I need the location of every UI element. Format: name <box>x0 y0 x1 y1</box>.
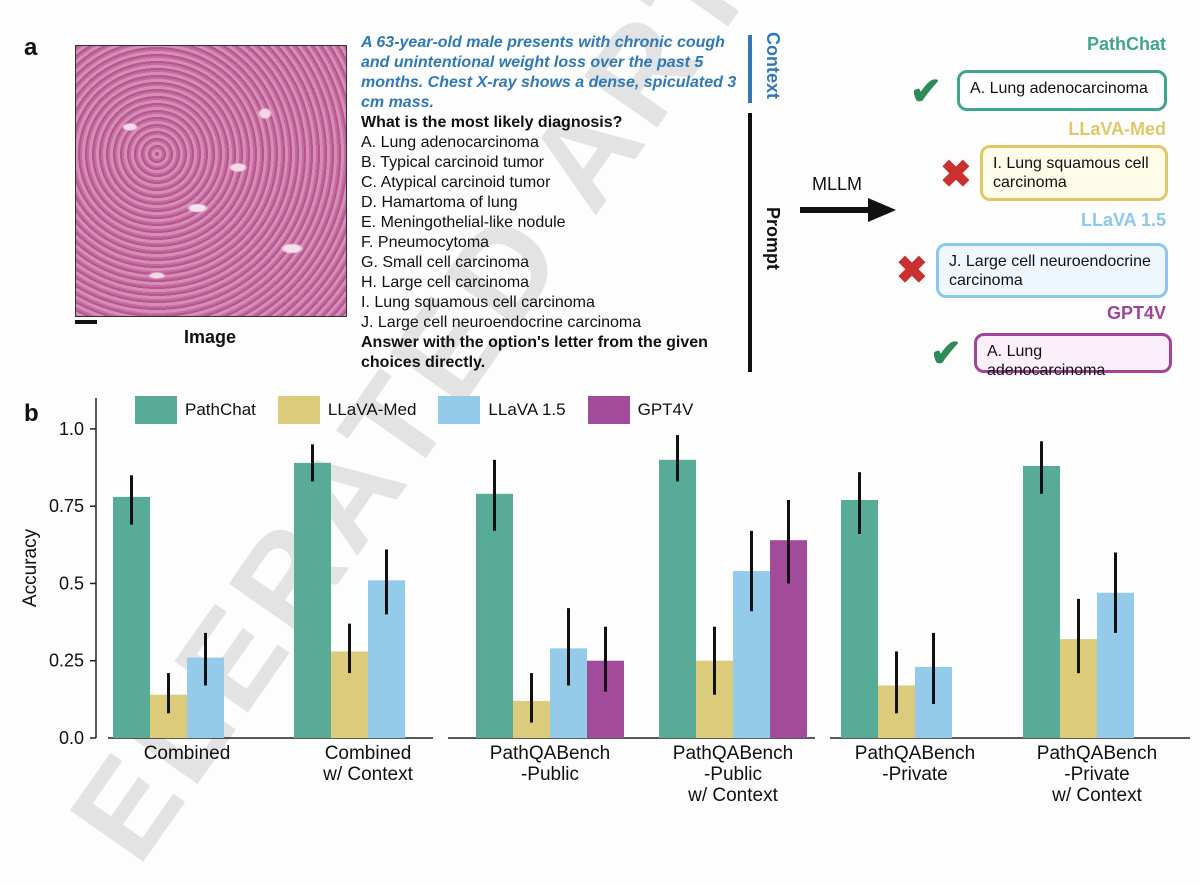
legend-swatch <box>587 396 630 424</box>
option-item: D. Hamartoma of lung <box>361 194 518 211</box>
legend-label: PathChat <box>185 400 256 419</box>
prompt-bracket <box>748 113 752 372</box>
legend-swatch <box>135 396 177 424</box>
bar <box>659 459 696 738</box>
x-tick-label: Combined <box>325 743 412 764</box>
mllm-label: MLLM <box>812 174 863 194</box>
histology-image <box>75 45 347 317</box>
bar <box>294 462 331 738</box>
legend-label: LLaVA-Med <box>327 400 417 419</box>
x-tick-label: PathQABench <box>855 743 975 764</box>
x-tick-label: w/ Context <box>687 785 778 806</box>
y-tick-label: 0.25 <box>49 651 84 671</box>
legend-swatch <box>277 396 320 424</box>
answer-bubble-llava-1-5: J. Large cell neuroendocrine carcinoma <box>936 243 1168 298</box>
bar <box>1023 466 1060 738</box>
option-item: G. Small cell carcinoma <box>361 254 530 271</box>
answer-bubble-pathchat: A. Lung adenocarcinoma <box>957 70 1167 111</box>
check-icon: ✔ <box>930 333 962 375</box>
y-tick-label: 0.75 <box>49 496 84 516</box>
option-item: C. Atypical carcinoid tumor <box>361 174 551 191</box>
option-item: J. Large cell neuroendocrine carcinoma <box>361 314 642 331</box>
panel-a-letter: a <box>24 34 38 61</box>
question-text: What is the most likely diagnosis? <box>361 114 623 131</box>
option-item: A. Lung adenocarcinoma <box>361 134 539 151</box>
legend-item: LLaVA-Med <box>277 396 417 424</box>
legend-label: LLaVA 1.5 <box>488 400 566 419</box>
context-label: Context <box>763 32 783 99</box>
x-tick-label: PathQABench <box>1037 743 1157 764</box>
x-tick-label: -Private <box>882 764 947 785</box>
image-label: Image <box>183 327 237 347</box>
option-item: E. Meningothelial-like nodule <box>361 214 566 231</box>
cross-icon: ✖ <box>940 154 972 196</box>
bar <box>113 496 150 738</box>
answer-instruction: Answer with the option's letter from the… <box>361 334 708 371</box>
answer-bubble-llava-med: I. Lung squamous cell carcinoma <box>980 145 1168 201</box>
bar <box>841 500 878 738</box>
model-name-pathchat: PathChat <box>1086 34 1166 54</box>
y-tick-label: 0.0 <box>59 728 84 748</box>
bar <box>476 493 513 738</box>
option-item: F. Pneumocytoma <box>361 234 490 251</box>
legend-label: GPT4V <box>637 400 694 419</box>
option-item: B. Typical carcinoid tumor <box>361 154 544 171</box>
model-name-gpt4v: GPT4V <box>1106 303 1166 323</box>
model-name-llava-med: LLaVA-Med <box>1068 119 1166 139</box>
check-icon: ✔ <box>910 71 942 113</box>
answer-bubble-gpt4v: A. Lung adenocarcinoma <box>974 333 1172 379</box>
x-tick-label: w/ Context <box>1051 785 1142 806</box>
x-tick-label: -Private <box>1064 764 1129 785</box>
y-axis-label: Accuracy <box>20 528 41 607</box>
scale-bar <box>75 320 97 324</box>
model-name-llava-1-5: LLaVA 1.5 <box>1080 210 1166 230</box>
prompt-label: Prompt <box>763 207 783 270</box>
legend-item: LLaVA 1.5 <box>438 396 566 424</box>
options-list: A. Lung adenocarcinoma B. Typical carcino… <box>361 133 746 333</box>
x-tick-label: -Public <box>704 764 762 785</box>
x-tick-label: PathQABench <box>490 743 610 764</box>
legend-item: GPT4V <box>587 396 694 424</box>
y-tick-label: 1.0 <box>59 419 84 439</box>
chart-legend: PathChat LLaVA-Med LLaVA 1.5 GPT4V <box>135 396 715 424</box>
option-item: I. Lung squamous cell carcinoma <box>361 294 595 311</box>
x-tick-label: Combined <box>144 743 231 764</box>
context-bracket <box>748 35 752 103</box>
y-tick-label: 0.5 <box>59 573 84 593</box>
x-tick-label: w/ Context <box>322 764 413 785</box>
option-item: H. Large cell carcinoma <box>361 274 530 291</box>
panel-b-letter: b <box>24 400 39 427</box>
x-tick-label: PathQABench <box>673 743 793 764</box>
legend-item: PathChat <box>135 396 256 424</box>
context-text: A 63-year-old male presents with chronic… <box>361 34 737 111</box>
right-arrow-icon <box>800 198 896 222</box>
legend-swatch <box>438 396 481 424</box>
question-block: What is the most likely diagnosis? A. Lu… <box>361 113 746 333</box>
cross-icon: ✖ <box>896 250 928 292</box>
x-tick-label: -Public <box>521 764 579 785</box>
